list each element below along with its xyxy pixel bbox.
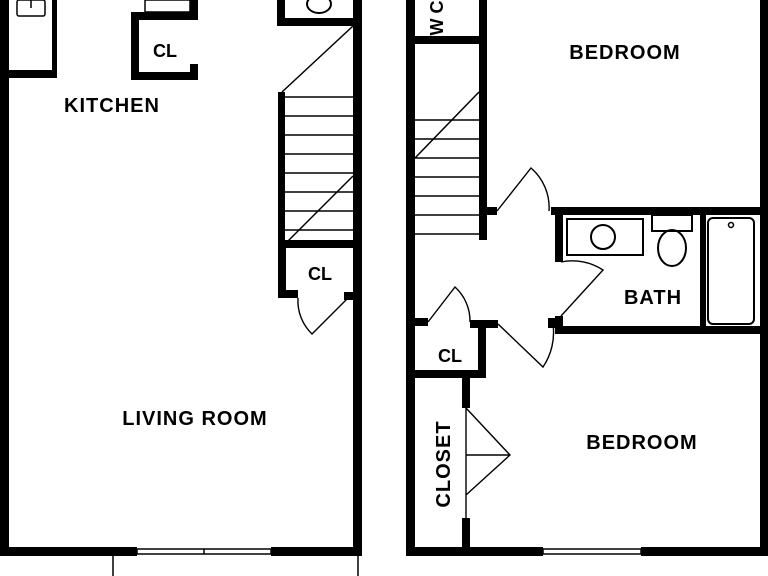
bathtub-icon	[707, 217, 755, 325]
wall	[760, 0, 768, 556]
wall	[0, 547, 137, 556]
bifold-door	[465, 407, 511, 518]
bedroom-bottom-label: BEDROOM	[586, 432, 697, 454]
closet-door	[427, 285, 471, 323]
window	[542, 548, 642, 555]
wall	[551, 207, 768, 215]
wall	[406, 0, 415, 556]
wall	[271, 547, 362, 556]
wall	[479, 207, 497, 215]
bedroom-top-label: BEDROOM	[569, 42, 680, 64]
top-closet	[415, 0, 487, 240]
kitchen-closet	[131, 0, 198, 80]
wall	[0, 0, 9, 556]
stair-closet-label: CL	[308, 264, 332, 284]
toilet-icon	[657, 229, 687, 267]
wall	[353, 0, 362, 556]
bathroom	[555, 207, 768, 334]
bedroom-door	[496, 166, 550, 212]
first-floor: CL CL KITC	[0, 0, 362, 576]
kitchen-closet-label: CL	[153, 41, 177, 61]
wall	[406, 547, 543, 556]
bedroom-closet-label: CLOSET	[433, 420, 455, 507]
second-floor: W C BATH	[406, 0, 768, 556]
patio-outline	[112, 556, 359, 576]
sink-icon	[566, 218, 644, 256]
bedroom-closet	[462, 378, 511, 556]
stairs	[278, 25, 354, 245]
living-room-label: LIVING ROOM	[122, 408, 267, 430]
powder-room	[277, 0, 362, 26]
bedroom-door	[497, 323, 555, 369]
wall	[641, 547, 768, 556]
top-closet-label: W C	[427, 1, 447, 36]
kitchen-counter	[9, 0, 57, 78]
bath-door	[560, 260, 605, 317]
sliding-door	[136, 548, 272, 555]
bath-label: BATH	[624, 287, 682, 309]
upper-stairs	[414, 91, 480, 235]
toilet-tank-icon	[651, 214, 693, 232]
hall-closet	[406, 285, 563, 378]
kitchen-label: KITCHEN	[64, 95, 160, 117]
stair-closet	[278, 240, 362, 335]
hall-closet-label: CL	[438, 346, 462, 366]
closet-door	[297, 297, 349, 335]
toilet-icon	[306, 0, 332, 14]
